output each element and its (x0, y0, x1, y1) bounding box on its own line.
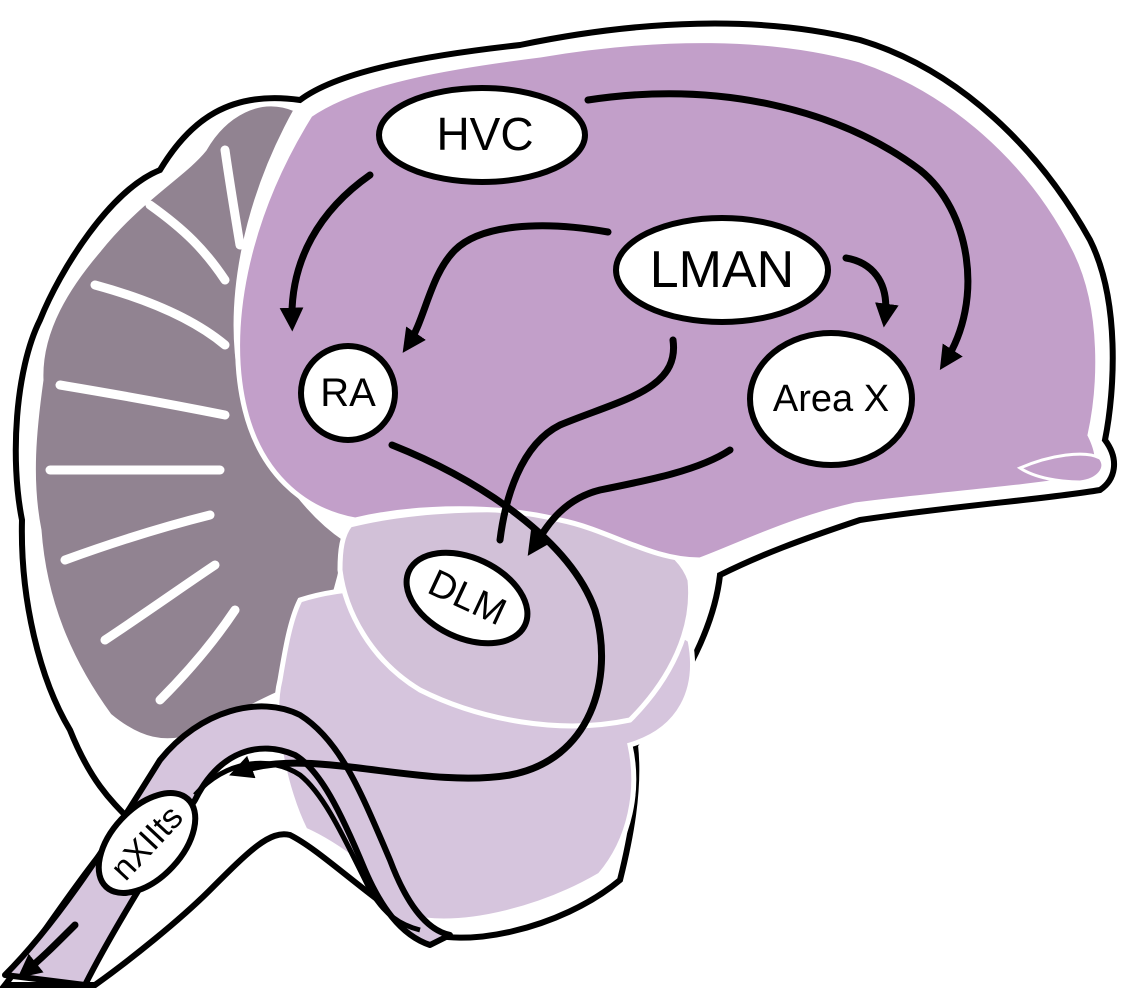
arrow-lman-to-dlm (496, 336, 677, 544)
nucleus-hvc[interactable]: HVC (376, 85, 588, 185)
nucleus-area-x[interactable]: Area X (747, 330, 915, 468)
nucleus-nxiits[interactable]: nXIIts (80, 775, 213, 911)
arrow-hvc-to-area-x (584, 90, 972, 371)
nucleus-lman-label: LMAN (650, 241, 794, 299)
nucleus-hvc-shape (376, 85, 588, 185)
nucleus-dlm-shape (403, 549, 531, 647)
nucleus-hvc-label: HVC (436, 108, 533, 160)
nucleus-ra-shape (298, 343, 398, 443)
arrow-lman-to-area-x (842, 254, 899, 328)
arrow-area-x-to-dlm (527, 446, 734, 556)
nucleus-area-x-label: Area X (773, 378, 889, 420)
nucleus-area-x-shape (747, 330, 915, 468)
cerebellum-folds (45, 145, 245, 705)
nucleus-lman[interactable]: LMAN (613, 215, 831, 325)
nucleus-dlm[interactable]: DLM (392, 535, 542, 662)
nucleus-nxiits-shape (95, 790, 199, 896)
arrow-hvc-to-ra (279, 171, 374, 332)
cerebrum-olfactory-tip (1016, 452, 1105, 484)
nucleus-ra-label: RA (320, 371, 376, 415)
nucleus-lman-shape (613, 215, 831, 325)
arrow-nxiits-output (17, 921, 79, 978)
pathway-arrows (17, 90, 972, 978)
arrow-lman-to-ra (402, 222, 612, 353)
nucleus-ra[interactable]: RA (298, 343, 398, 443)
arrow-ra-to-nxiits (229, 441, 605, 782)
